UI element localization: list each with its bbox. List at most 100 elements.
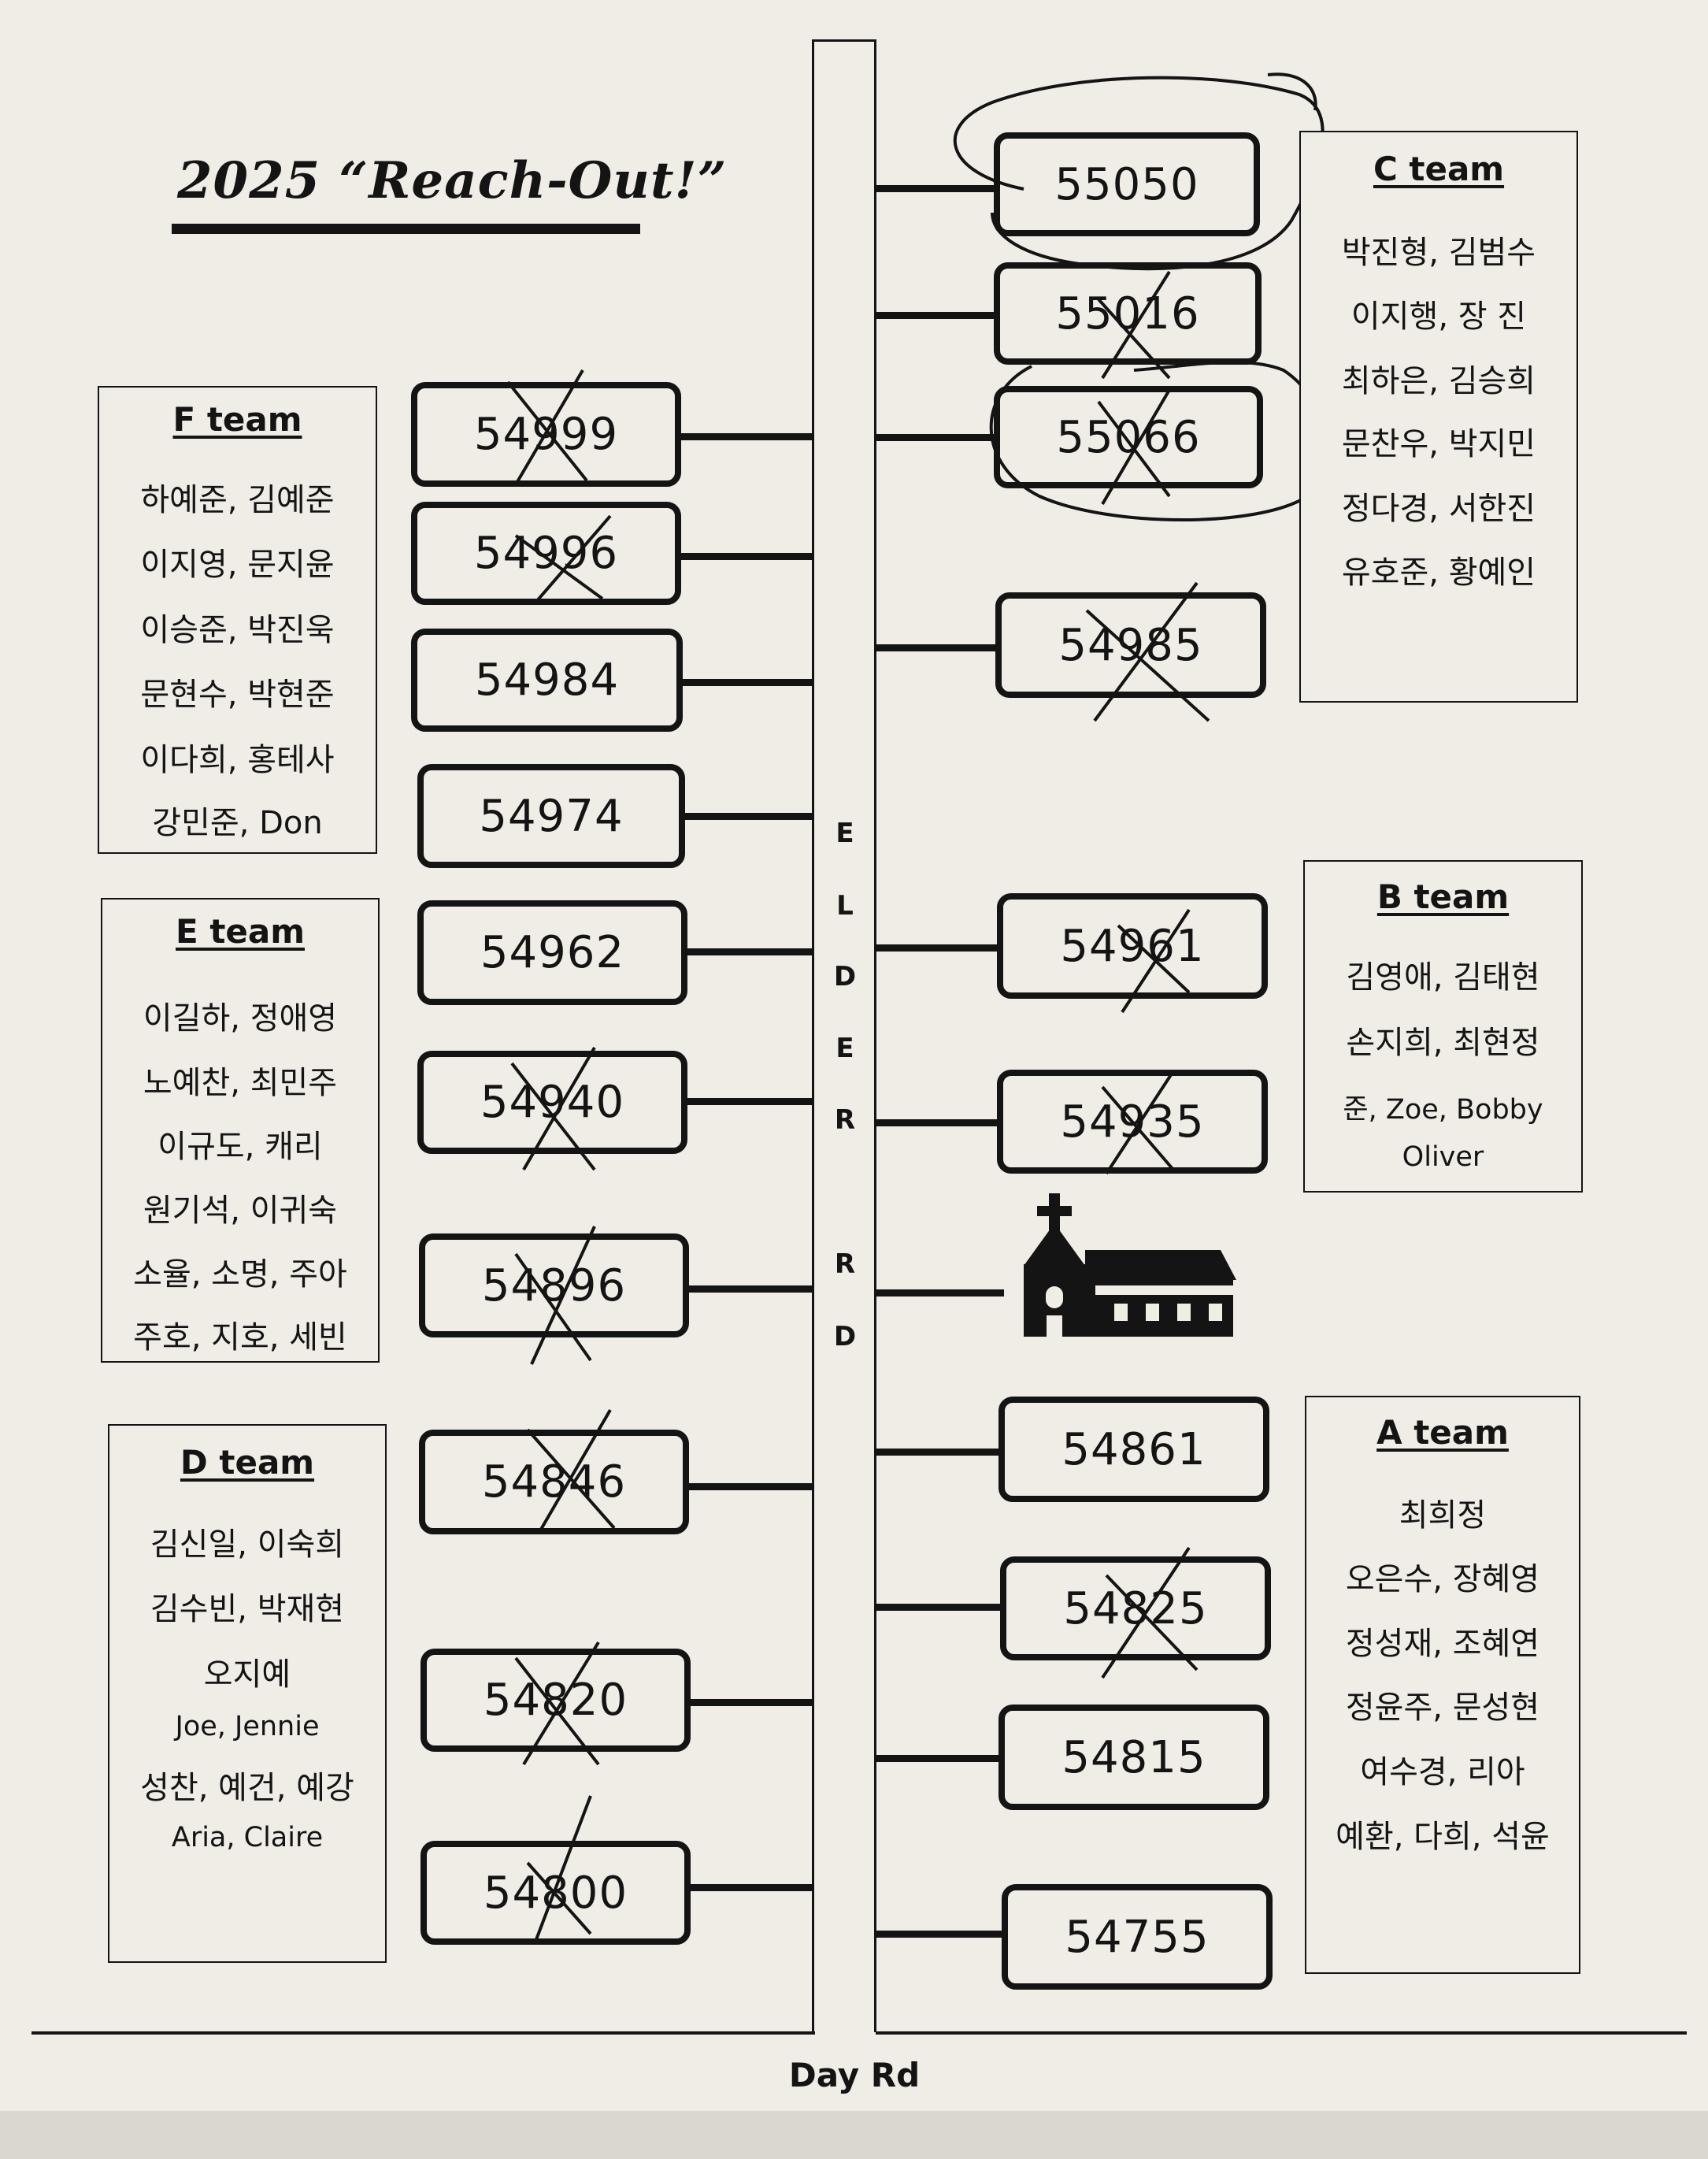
driveway xyxy=(874,185,994,192)
house-54820[interactable]: 54820 xyxy=(421,1649,691,1752)
team-member: 김영애, 김태현 xyxy=(1346,959,1540,996)
house-54846[interactable]: 54846 xyxy=(419,1430,689,1534)
team-b-box: B team 김영애, 김태현 손지희, 최현정 준, Zoe, Bobby O… xyxy=(1303,860,1583,1193)
team-member: 이규도, 캐리 xyxy=(157,1129,323,1165)
team-f-title: F team xyxy=(172,400,302,439)
house-54974[interactable]: 54974 xyxy=(417,764,685,868)
driveway xyxy=(874,1119,997,1126)
team-member: 오은수, 장혜영 xyxy=(1345,1561,1540,1597)
team-member: 이다희, 홍테사 xyxy=(140,742,335,778)
team-member: 최하은, 김승희 xyxy=(1341,363,1536,399)
driveway xyxy=(685,813,813,820)
team-member: 김신일, 이숙희 xyxy=(150,1527,345,1563)
house-54962[interactable]: 54962 xyxy=(417,900,687,1005)
day-road-label: Day Rd xyxy=(788,2056,921,2094)
team-c-title: C team xyxy=(1373,150,1505,188)
church-driveway xyxy=(874,1289,1004,1297)
church-icon xyxy=(1024,1193,1236,1337)
team-member: 박진형, 김범수 xyxy=(1341,235,1536,271)
team-member: 문찬우, 박지민 xyxy=(1341,426,1536,462)
team-member: 하예준, 김예준 xyxy=(140,482,335,518)
driveway xyxy=(874,434,994,441)
house-55016[interactable]: 55016 xyxy=(994,262,1262,365)
team-member: 이지행, 장 진 xyxy=(1350,299,1527,335)
team-member: 이길하, 정애영 xyxy=(143,1000,338,1037)
house-54800[interactable]: 54800 xyxy=(421,1841,691,1945)
team-member: 성찬, 예건, 예강 xyxy=(140,1770,354,1806)
house-54815[interactable]: 54815 xyxy=(998,1705,1269,1810)
team-member: 오지예 xyxy=(203,1656,291,1693)
day-road-line-left xyxy=(31,2031,815,2035)
team-e-box: E team 이길하, 정애영 노예찬, 최민주 이규도, 캐리 원기석, 이귀… xyxy=(101,898,380,1363)
house-54940[interactable]: 54940 xyxy=(417,1051,687,1154)
driveway xyxy=(874,1604,1000,1611)
driveway xyxy=(874,312,994,319)
team-member: 원기석, 이귀숙 xyxy=(143,1193,338,1229)
house-54999[interactable]: 54999 xyxy=(411,382,681,487)
house-54896[interactable]: 54896 xyxy=(419,1233,689,1337)
day-road-line-right xyxy=(876,2031,1687,2035)
house-54985[interactable]: 54985 xyxy=(995,592,1266,698)
driveway xyxy=(685,1483,813,1490)
team-member: 여수경, 리아 xyxy=(1360,1754,1525,1790)
driveway xyxy=(681,553,813,560)
street-label-letter: D xyxy=(833,1321,857,1352)
team-member: Joe, Jennie xyxy=(175,1711,320,1742)
house-54961[interactable]: 54961 xyxy=(997,893,1268,999)
driveway xyxy=(685,1098,813,1105)
team-member: 주호, 지호, 세빈 xyxy=(133,1319,347,1356)
driveway xyxy=(687,1699,813,1706)
team-member: 소율, 소명, 주아 xyxy=(133,1256,347,1293)
driveway xyxy=(874,944,997,952)
team-member: Aria, Claire xyxy=(171,1822,324,1853)
house-54996[interactable]: 54996 xyxy=(411,502,681,605)
house-54755[interactable]: 54755 xyxy=(1002,1884,1273,1990)
elder-road xyxy=(812,39,876,2032)
house-54825[interactable]: 54825 xyxy=(1000,1556,1271,1660)
house-55050[interactable]: 55050 xyxy=(994,132,1260,236)
driveway xyxy=(687,1884,813,1891)
team-member: 손지희, 최현정 xyxy=(1346,1025,1540,1061)
team-c-box: C team 박진형, 김범수 이지행, 장 진 최하은, 김승희 문찬우, 박… xyxy=(1299,131,1578,703)
team-member: 준, Zoe, Bobby xyxy=(1343,1094,1543,1126)
title-underline xyxy=(172,224,640,234)
team-member: 문현수, 박현준 xyxy=(140,677,335,713)
team-member: 이지영, 문지윤 xyxy=(140,547,335,583)
team-member: 노예찬, 최민주 xyxy=(143,1065,338,1101)
street-label-letter: D xyxy=(833,961,857,992)
team-f-box: F team 하예준, 김예준 이지영, 문지윤 이승준, 박진욱 문현수, 박… xyxy=(98,386,377,854)
street-label-letter: L xyxy=(836,890,854,922)
page-edge xyxy=(0,2111,1708,2159)
driveway xyxy=(681,679,813,686)
house-54861[interactable]: 54861 xyxy=(998,1397,1269,1502)
team-member: 정다경, 서한진 xyxy=(1341,491,1536,527)
map-title: 2025 “Reach-Out!” xyxy=(177,151,728,210)
house-55066[interactable]: 55066 xyxy=(994,386,1263,488)
street-label-letter: E xyxy=(835,818,854,849)
driveway xyxy=(874,1931,1002,1938)
team-a-box: A team 최희정 오은수, 장혜영 정성재, 조혜연 정윤주, 문성현 여수… xyxy=(1305,1396,1580,1974)
driveway xyxy=(681,433,813,440)
team-d-box: D team 김신일, 이숙희 김수빈, 박재현 오지예 Joe, Jennie… xyxy=(108,1424,387,1963)
street-label-letter: R xyxy=(834,1248,856,1280)
street-label-letter: R xyxy=(834,1104,856,1136)
team-member: 정성재, 조혜연 xyxy=(1345,1626,1540,1662)
team-member: 김수빈, 박재현 xyxy=(150,1591,345,1627)
team-b-title: B team xyxy=(1376,877,1510,916)
team-member: 강민준, Don xyxy=(152,805,323,841)
team-member: 이승준, 박진욱 xyxy=(140,612,335,648)
driveway xyxy=(874,1755,998,1762)
team-member: 유호준, 황예인 xyxy=(1341,555,1536,591)
house-54935[interactable]: 54935 xyxy=(997,1070,1268,1174)
driveway xyxy=(687,1285,813,1293)
driveway xyxy=(685,948,813,955)
team-member: Oliver xyxy=(1402,1141,1484,1173)
street-label-letter: E xyxy=(835,1033,854,1064)
team-d-title: D team xyxy=(180,1443,315,1482)
team-member: 최희정 xyxy=(1399,1497,1487,1534)
team-member: 정윤주, 문성현 xyxy=(1345,1690,1540,1726)
team-member: 예환, 다희, 석윤 xyxy=(1336,1819,1550,1855)
house-54984[interactable]: 54984 xyxy=(411,629,683,732)
team-e-title: E team xyxy=(176,912,305,951)
